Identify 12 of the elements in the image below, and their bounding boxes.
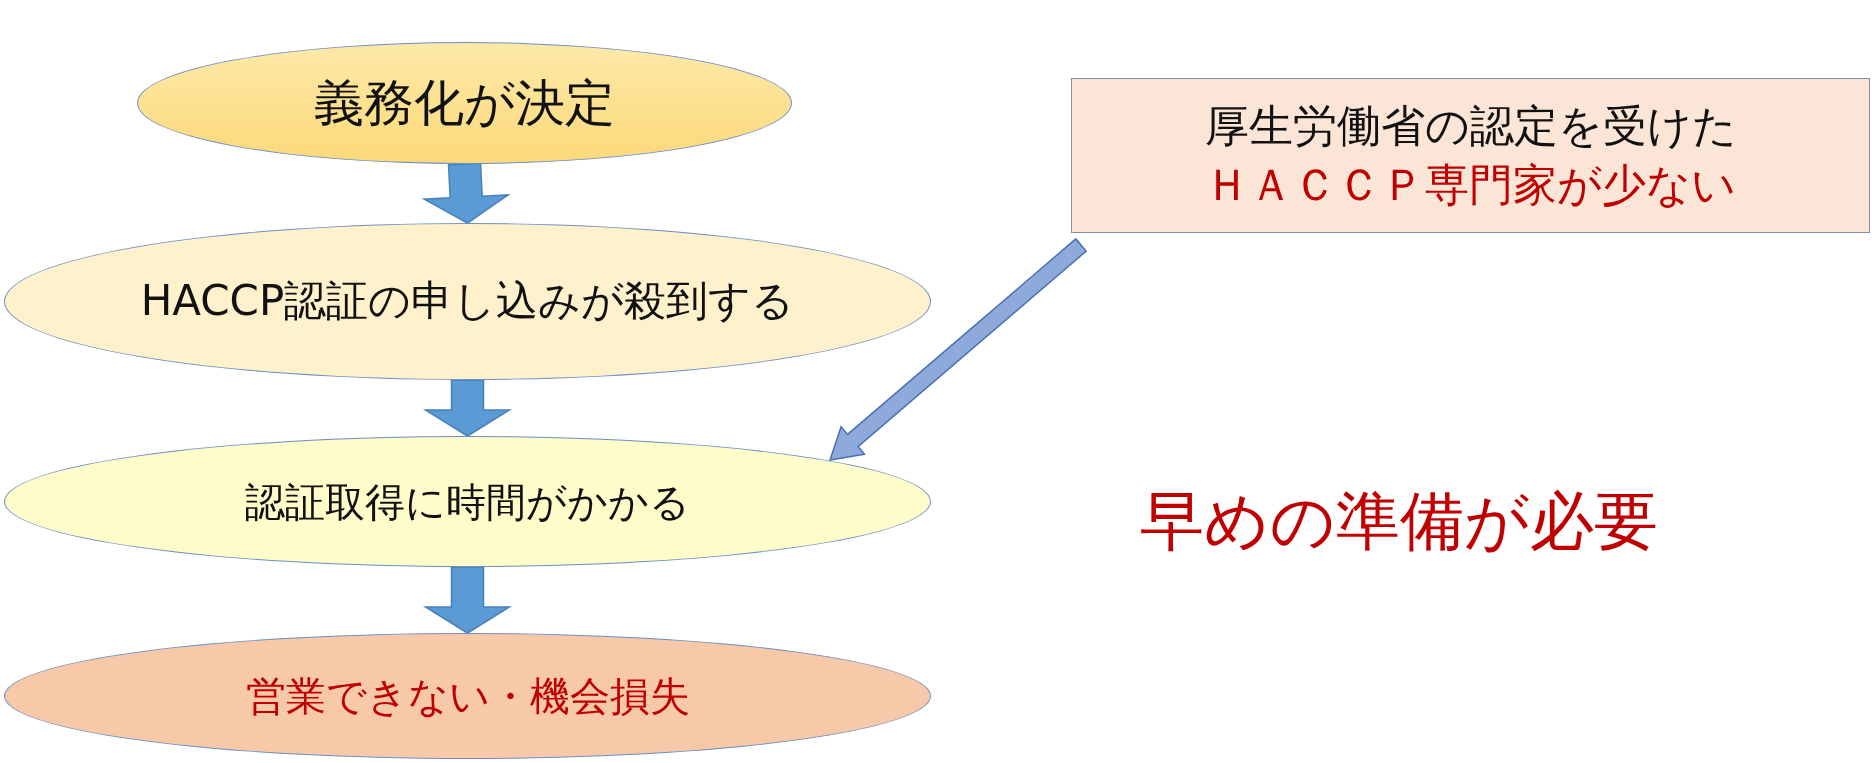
block-arrow [828,237,1088,461]
block-arrow [421,162,511,224]
block-arrow [422,566,513,634]
step-text: 認証取得に時間がかかる [245,477,690,526]
step-text: 義務化が決定 [314,73,615,133]
step-text: HACCP認証の申し込みが殺到する [140,276,795,327]
note-text: ＨＡＣＣＰ専門家が少ない [1205,158,1736,212]
block-arrow [422,379,513,437]
step-text: 営業できない・機会損失 [245,672,690,720]
conclusion-text: 早めの準備が必要 [1140,483,1658,560]
note-text: 厚生労働省の認定を受けた [1204,99,1737,153]
note-box [1071,78,1870,233]
